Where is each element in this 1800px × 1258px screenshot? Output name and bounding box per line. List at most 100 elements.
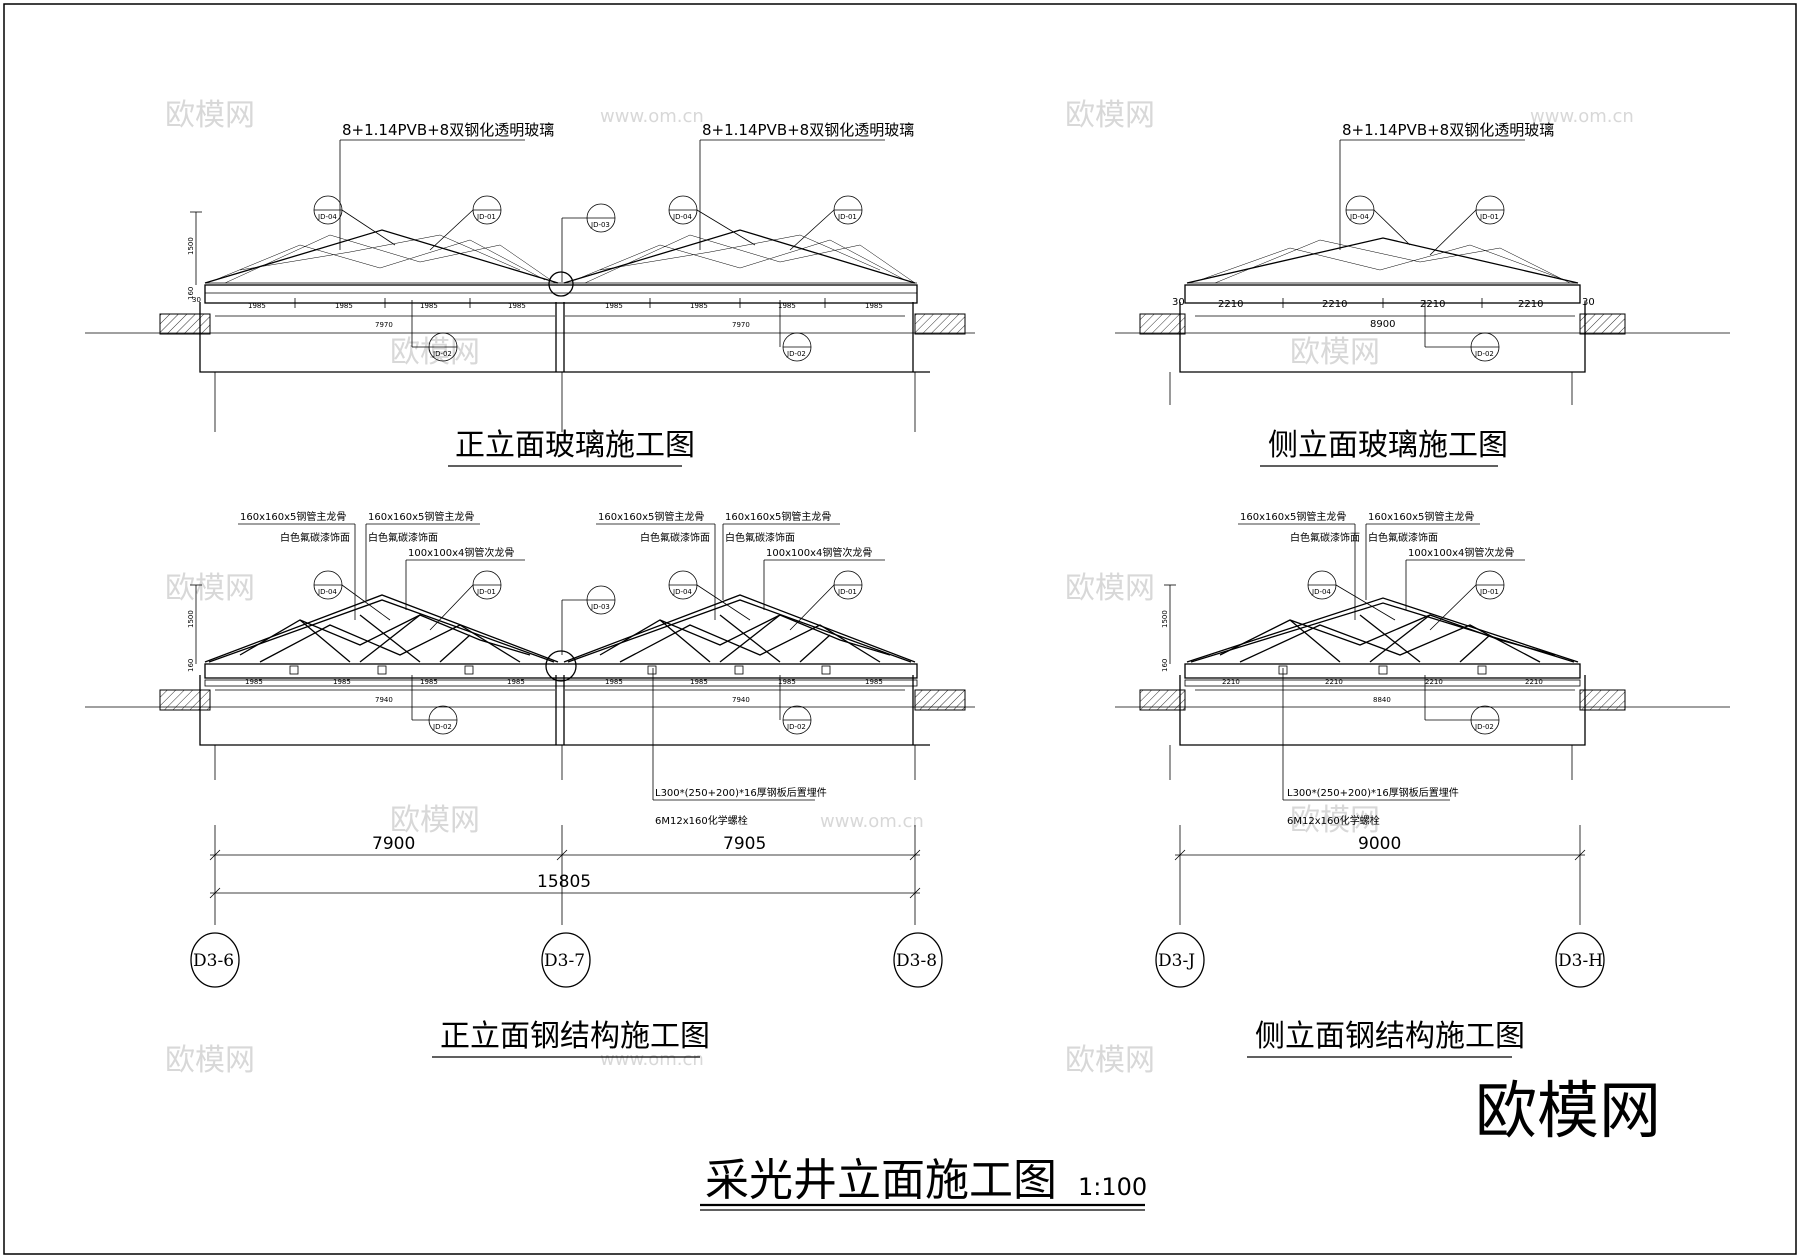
watermark-text: 欧模网 [1290,803,1380,838]
svg-text:JD-01: JD-01 [837,213,857,221]
callout-jd03: JD-03 [545,585,616,682]
side-steel-elevation: 2210 2210 2210 2210 8840 1500 160 160x16… [1115,510,1730,1058]
bay-dim: 2210 [1325,678,1343,686]
callout-jd04: JD-04 [1345,195,1411,246]
callout-jd02: JD-02 [411,675,458,735]
callout-jd02: JD-02 [1424,675,1500,735]
svg-text:JD-01: JD-01 [1479,213,1499,221]
svg-text:JD-01: JD-01 [476,213,496,221]
callout-jd04: JD-04 [668,570,751,621]
span-dim: 7940 [375,696,393,704]
dim-total: 15805 [537,872,591,892]
span-dim: 8840 [1373,696,1391,704]
finish-note: 白色氟碳漆饰面 [1368,531,1438,544]
svg-text:JD-02: JD-02 [1474,350,1494,358]
axis-bubble: D3-6 [190,932,240,988]
callout-jd04: JD-04 [313,570,391,621]
callout-jd01: JD-01 [429,195,502,251]
bay-dim: 2210 [1222,678,1240,686]
svg-text:JD-01: JD-01 [476,588,496,596]
bay-dim: 1985 [508,302,526,310]
bay-dim: 1985 [690,678,708,686]
svg-text:JD-04: JD-04 [672,588,692,596]
bay-dim: 2210 [1420,299,1445,310]
span-dim: 7970 [375,321,393,329]
finish-note: 白色氟碳漆饰面 [280,531,350,544]
main-keel-note: 160x160x5钢管主龙骨 [725,510,831,523]
bay-dim: 1985 [690,302,708,310]
main-keel-note: 160x160x5钢管主龙骨 [1368,510,1474,523]
dim-9000: 9000 [1358,834,1401,854]
watermark-url: www.om.cn [820,811,924,832]
watermark-text: 欧模网 [165,98,255,133]
svg-text:D3-J: D3-J [1158,951,1195,971]
watermark-text: 欧模网 [165,571,255,606]
bay-dim: 1985 [333,678,351,686]
height-dim: 1500 [1161,610,1169,628]
bay-dim: 1985 [335,302,353,310]
edge-dim: 30 [192,296,201,304]
svg-text:JD-04: JD-04 [1311,588,1331,596]
finish-note: 白色氟碳漆饰面 [725,531,795,544]
svg-text:JD-02: JD-02 [786,350,806,358]
svg-text:D3-7: D3-7 [544,951,585,971]
bay-dim: 1985 [507,678,525,686]
sub-keel-note: 100x100x4钢管次龙骨 [1408,546,1514,559]
plinth-dim: 160 [1161,659,1169,672]
height-dim: 1500 [187,237,195,255]
plinth-dim: 160 [187,659,195,672]
glass-note: 8+1.14PVB+8双钢化透明玻璃 [702,121,914,139]
bay-dim: 1985 [420,678,438,686]
front-steel-title: 正立面钢结构施工图 [440,1019,710,1054]
main-title: 采光井立面施工图 [705,1155,1057,1206]
bay-dim: 2210 [1425,678,1443,686]
main-keel-note: 160x160x5钢管主龙骨 [368,510,474,523]
svg-text:JD-04: JD-04 [1349,213,1369,221]
corner-logo: 欧模网 [1475,1074,1661,1147]
span-dim: 8900 [1370,319,1395,330]
svg-text:JD-04: JD-04 [317,213,337,221]
front-glass-title: 正立面玻璃施工图 [455,428,695,463]
svg-text:D3-6: D3-6 [193,951,234,971]
bay-dim: 1985 [865,678,883,686]
callout-jd01: JD-01 [789,195,863,251]
svg-text:JD-04: JD-04 [672,213,692,221]
glass-pattern [214,234,916,284]
callout-jd04: JD-04 [1307,570,1396,621]
bay-dim: 2210 [1218,299,1243,310]
watermark-text: 欧模网 [390,803,480,838]
watermarks: 欧模网 www.om.cn 欧模网 www.om.cn 欧模网 欧模网 欧模网 … [165,98,1634,1078]
dim-7905: 7905 [723,834,766,854]
svg-text:JD-02: JD-02 [1474,723,1494,731]
svg-text:JD-02: JD-02 [432,723,452,731]
bay-dim: 1985 [778,302,796,310]
front-steel-elevation: 1985 1985 1985 1985 1985 1985 1985 1985 … [85,510,975,1058]
side-steel-title: 侧立面钢结构施工图 [1255,1019,1525,1054]
axis-bubble: D3-8 [893,932,943,988]
svg-text:JD-04: JD-04 [317,588,337,596]
embed-plate-note: L300*(250+200)*16厚钢板后置埋件 [1287,786,1459,799]
edge-dim: 30 [1582,297,1595,308]
finish-note: 白色氟碳漆饰面 [640,531,710,544]
svg-text:JD-03: JD-03 [590,221,610,229]
callout-jd02: JD-02 [1424,300,1500,362]
callout-jd04: JD-04 [668,195,756,246]
embed-plate-note: L300*(250+200)*16厚钢板后置埋件 [655,786,827,799]
callout-jd01: JD-01 [1429,195,1505,256]
finish-note: 白色氟碳漆饰面 [1290,531,1360,544]
watermark-text: 欧模网 [1065,1043,1155,1078]
bolt-note: 6M12x160化学螺栓 [1287,814,1380,827]
svg-text:D3-8: D3-8 [896,951,937,971]
bay-dim: 1985 [245,678,263,686]
svg-text:JD-01: JD-01 [1479,588,1499,596]
callout-jd04: JD-04 [313,195,396,246]
axis-bubble: D3-J [1155,932,1205,988]
bay-dim: 2210 [1322,299,1347,310]
watermark-text: 欧模网 [1290,335,1380,370]
sub-keel-note: 100x100x4钢管次龙骨 [766,546,872,559]
glass-note: 8+1.14PVB+8双钢化透明玻璃 [342,121,554,139]
callout-jd01: JD-01 [1429,570,1505,631]
bay-dim: 1985 [605,302,623,310]
steel-grid [239,614,891,663]
